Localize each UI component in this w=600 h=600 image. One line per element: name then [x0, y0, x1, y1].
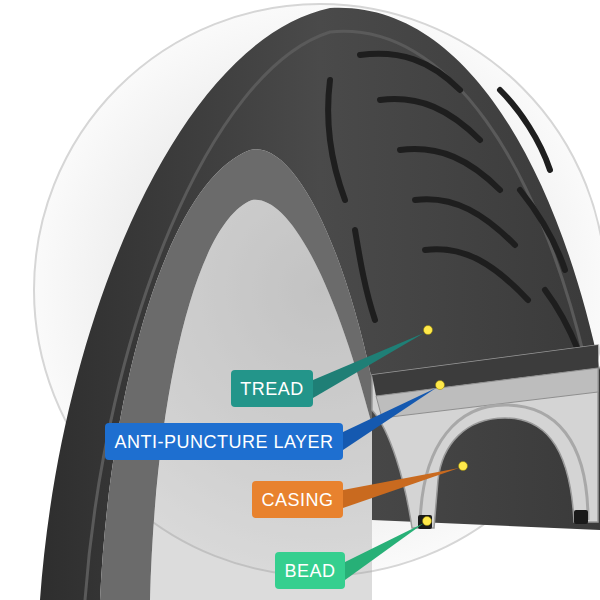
callout-dots	[423, 326, 468, 526]
label-text: CASING	[261, 491, 333, 509]
bead-right	[574, 510, 588, 524]
leader-wedge	[345, 523, 424, 580]
bead-left	[418, 515, 432, 529]
label-text: BEAD	[284, 562, 335, 580]
callout-label: CASING	[252, 481, 343, 518]
rim-shadow	[150, 200, 372, 600]
callout-label: TREAD	[231, 370, 313, 407]
tread-grooves	[328, 54, 578, 350]
label-text: ANTI-PUNCTURE LAYER	[114, 433, 333, 451]
tire-body	[40, 8, 600, 600]
anti-puncture-cut	[376, 368, 598, 418]
label-text: TREAD	[240, 380, 304, 398]
leader-wedge	[313, 333, 424, 398]
leader-wedge	[343, 468, 459, 508]
tread-edge	[85, 31, 585, 600]
leader-wedge	[343, 388, 436, 450]
callout-label: ANTI-PUNCTURE LAYER	[105, 423, 343, 460]
cut-face	[372, 345, 598, 528]
callout-label: BEAD	[275, 552, 345, 589]
casing-arch	[420, 405, 588, 525]
